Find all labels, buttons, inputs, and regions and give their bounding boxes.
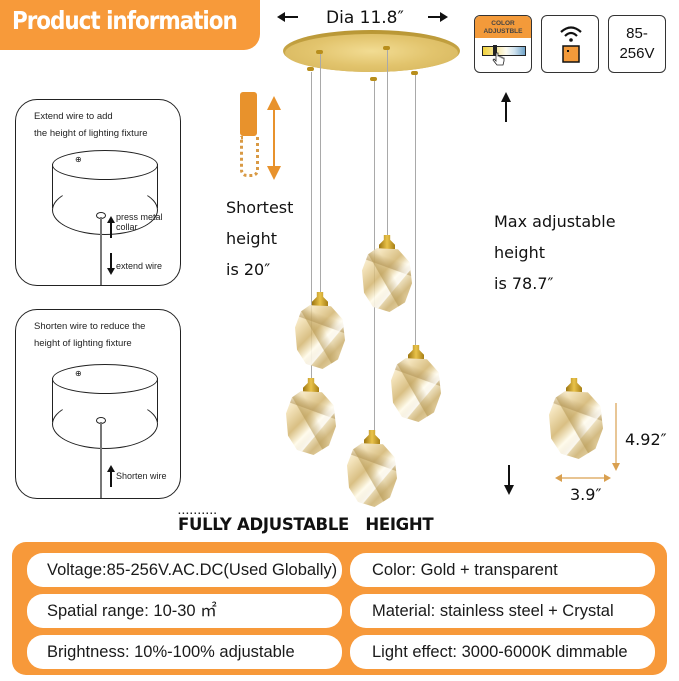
pendant-dimension-sample [546,378,606,462]
extend-title-line2: the height of lighting fixture [34,128,148,139]
crystal-pendant [292,292,348,370]
width-dimension-arrow-icon [555,474,611,482]
arrow-down-icon [107,253,115,275]
adjustable-rod-icon [240,92,257,136]
adjustable-rod-dotted-icon [240,136,259,177]
shorten-wire-label: Shorten wire [116,471,167,481]
canopy-hook [307,67,314,71]
spec-voltage: Voltage:85-256V.AC.DC(Used Globally) [27,553,342,587]
color-card-line2: ADJUSTBLE [483,28,523,35]
voltage-line2: 256V [619,45,655,62]
wireless-remote-icon [560,26,582,63]
shorten-title-line2: height of lighting fixture [34,338,132,349]
canopy-drawing [52,150,158,180]
max-height-label: Max adjustable height is 78.7″ [494,212,616,293]
arrow-right-icon [440,12,448,22]
canopy-hook [316,50,323,54]
hand-pointer-icon [492,52,505,66]
shorten-title-line1: Shorten wire to reduce the [34,321,146,332]
crystal-pendant [359,235,415,313]
diameter-label: Dia 11.8″ [326,8,404,28]
spec-color: Color: Gold + transparent [350,553,655,587]
header-badge [0,0,260,50]
pendant-width-label: 3.9″ [570,485,602,504]
extend-wire-panel: Extend wire to add the height of lightin… [15,99,181,286]
spec-material: Material: stainless steel + Crystal [350,594,655,628]
crystal-pendant [388,345,444,423]
extend-wire-label: extend wire [116,261,163,271]
wire-drawing [100,217,102,285]
arrow-left-line [284,16,298,18]
pendant-wire [320,54,321,298]
spec-spatial-range: Spatial range: 10-30 ㎡ [27,594,342,628]
height-dimension-arrow-icon [612,403,620,471]
height-double-arrow-icon [267,96,281,180]
arrow-left-icon [277,12,285,22]
arrow-right-line [428,16,440,18]
spec-light-effect: Light effect: 3000-6000K dimmable [350,635,655,669]
color-card-line1: COLOR [491,20,515,27]
pendant-wire [311,72,312,298]
canopy-hook [370,77,377,81]
pendant-wire [415,75,416,345]
crystal-pendant [344,430,400,508]
color-temperature-slider-icon [482,46,526,56]
color-adjustable-card: COLOR ADJUSTBLE [474,15,532,73]
screw-icon: ⊕ [75,369,82,378]
voltage-line1: 85- [626,25,648,42]
press-collar-label: press metal [116,212,163,222]
shorten-wire-panel: Shorten wire to reduce the height of lig… [15,309,181,499]
arrow-down-icon [504,465,514,495]
canopy-hook [411,71,418,75]
remote-control-card [541,15,599,73]
wire-drawing [100,422,102,498]
canopy-hook [383,46,390,50]
voltage-card: 85- 256V [608,15,666,73]
pendant-wire [387,50,388,238]
spec-brightness: Brightness: 10%-100% adjustable [27,635,342,669]
canopy-drawing [52,364,158,394]
page-title: Product information [12,6,238,35]
arrow-up-icon [107,216,115,238]
decorative-dots: .......... [178,506,218,517]
fully-adjustable-heading: FULLY ADJUSTABLE HEIGHT [178,515,434,534]
pendant-height-label: 4.92″ [625,430,667,449]
shortest-height-label: Shortest height is 20″ [226,198,294,279]
extend-title-line1: Extend wire to add [34,111,113,122]
arrow-up-icon [107,465,115,487]
screw-icon: ⊕ [75,155,82,164]
arrow-up-icon [501,92,511,122]
ceiling-canopy [285,34,458,72]
crystal-pendant [283,378,339,456]
